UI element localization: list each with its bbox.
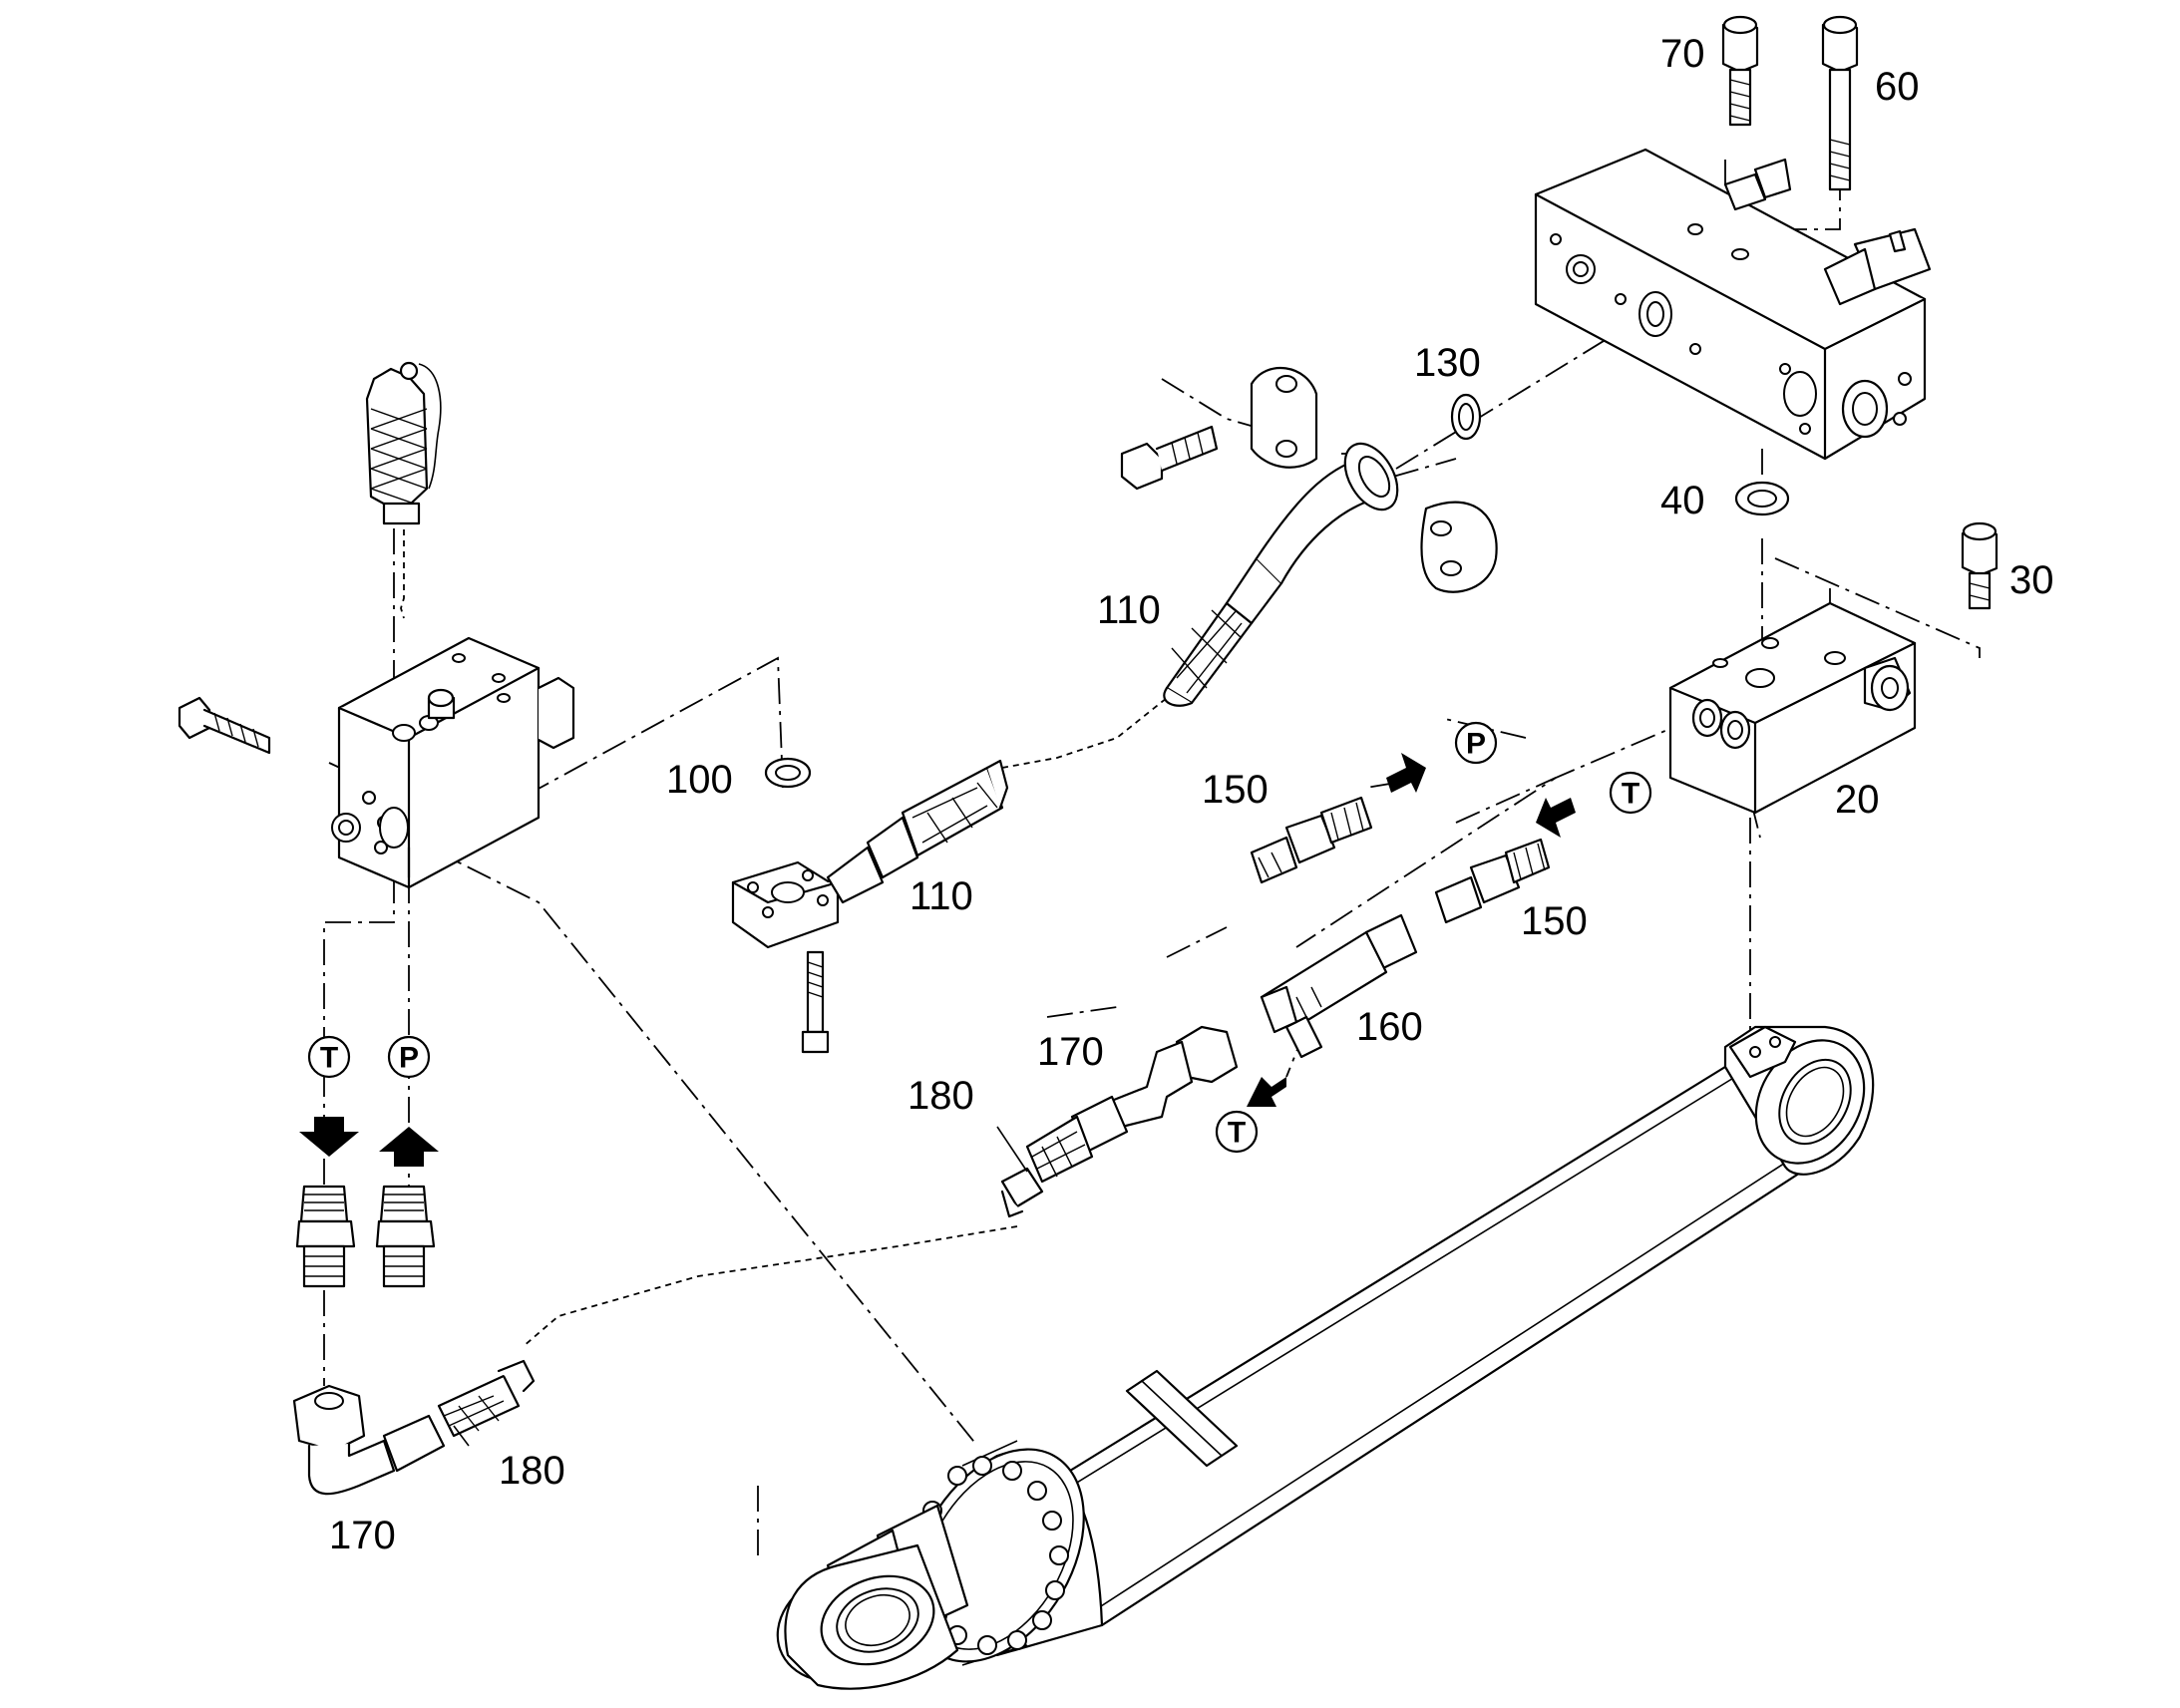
part-number-30: 30	[2009, 558, 2054, 602]
port-label-pressure-right: P	[1466, 728, 1486, 761]
port-label-tank-right: T	[1622, 778, 1639, 811]
part-labels: 70 60 130 40 30 110 110 100 150 150 20 1…	[329, 32, 2054, 1557]
part-number-110-upper: 110	[1097, 588, 1161, 632]
port-marker-pressure-left: P	[387, 1035, 431, 1079]
top-right-valve-block	[1534, 148, 1932, 461]
hydraulic-cylinder	[776, 1025, 1875, 1690]
flange-assembly	[731, 860, 840, 1054]
tee-160	[1260, 913, 1418, 1059]
part-number-170-left: 170	[329, 1514, 396, 1557]
left-elbow-hose	[292, 1359, 536, 1496]
flow-arrows	[299, 753, 1576, 1167]
hose-110-lower	[826, 759, 1009, 904]
port-label-tank-tee: T	[1228, 1117, 1246, 1150]
part-number-100: 100	[666, 758, 733, 802]
part-number-130: 130	[1414, 341, 1481, 385]
hose-110-upper	[1163, 442, 1399, 707]
part-number-40: 40	[1660, 479, 1705, 522]
top-screws	[1721, 15, 1998, 610]
test-coupling	[365, 361, 442, 525]
port-marker-pressure-right: P	[1454, 721, 1498, 765]
port-label-tank-left: T	[320, 1042, 338, 1075]
part-number-20: 20	[1835, 778, 1880, 822]
split-flange-clamps	[1250, 366, 1498, 593]
cylinder-bolts	[922, 1456, 1069, 1655]
left-valve-block	[331, 636, 575, 889]
leader-lines	[453, 1126, 1028, 1447]
valve-block-20	[1668, 601, 1917, 815]
left-fittings	[295, 1185, 436, 1288]
seal-rings	[764, 393, 1790, 789]
part-number-110-lower: 110	[909, 874, 973, 918]
port-marker-tank-tee: T	[1215, 1110, 1259, 1154]
fitting-150-upper	[1250, 796, 1373, 884]
hose-170-right	[1000, 1025, 1239, 1218]
port-marker-tank-right: T	[1609, 771, 1652, 815]
port-label-pressure-left: P	[399, 1042, 419, 1075]
part-number-150-lower: 150	[1521, 899, 1588, 943]
part-number-70: 70	[1660, 32, 1705, 76]
part-number-60: 60	[1875, 65, 1920, 109]
middle-screw	[1120, 425, 1219, 491]
part-number-180-left: 180	[499, 1449, 565, 1493]
part-number-180-right: 180	[908, 1074, 974, 1118]
part-number-160: 160	[1356, 1005, 1423, 1049]
part-number-150-upper: 150	[1202, 768, 1269, 812]
left-bolt	[178, 696, 271, 755]
part-number-170-right: 170	[1037, 1030, 1104, 1074]
fitting-150-lower	[1434, 838, 1551, 924]
port-markers: T P P T T	[307, 721, 1652, 1154]
port-marker-tank-left: T	[307, 1035, 351, 1079]
